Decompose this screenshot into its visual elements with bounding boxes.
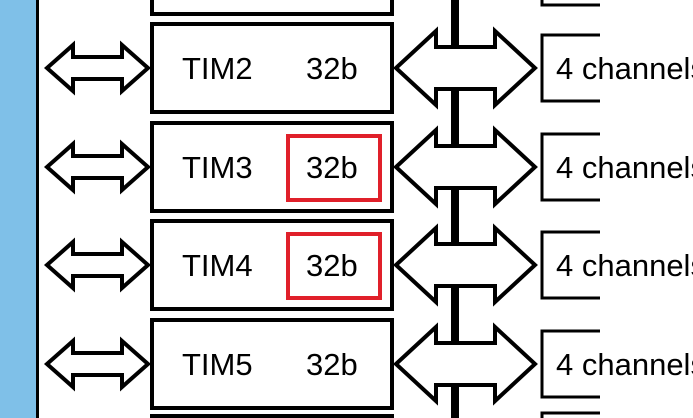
- timer-width: 32b: [306, 51, 358, 86]
- timer-box-partial-top: [150, 0, 394, 16]
- channel-bracket: [540, 230, 600, 300]
- timer-width: 32b: [306, 248, 358, 283]
- timer-box: [150, 22, 394, 114]
- width-highlight-box: [286, 232, 382, 300]
- channel-label: 4 channels: [556, 347, 693, 382]
- timer-row: TIM3 32b 4 channels: [43, 121, 693, 213]
- channel-label: 4 channels: [556, 248, 693, 283]
- bus-connection-arrow: [43, 336, 152, 392]
- channel-bracket: [540, 33, 600, 103]
- timer-name: TIM5: [182, 347, 253, 382]
- timer-name: TIM3: [182, 150, 253, 185]
- timer-name: TIM4: [182, 248, 253, 283]
- channel-bracket-partial-top: [540, 0, 600, 7]
- bus-connection-arrow: [43, 237, 152, 293]
- internal-bus-line: [451, 0, 459, 418]
- peripheral-bus-bar: [0, 0, 38, 418]
- bus-bar-edge: [36, 0, 39, 418]
- channel-connection-arrow: [393, 125, 538, 209]
- timer-width: 32b: [306, 150, 358, 185]
- channel-connection-arrow: [393, 322, 538, 406]
- channel-label: 4 channels: [556, 51, 693, 86]
- channel-connection-arrow: [393, 223, 538, 307]
- timer-row: TIM2 32b 4 channels: [43, 22, 693, 114]
- timer-name: TIM2: [182, 51, 253, 86]
- partial-timer-row-top: [150, 0, 600, 16]
- channel-bracket: [540, 132, 600, 202]
- channel-bracket: [540, 329, 600, 399]
- timer-row: TIM5 32b 4 channels: [43, 318, 693, 410]
- channel-label: 4 channels: [556, 150, 693, 185]
- timer-width: 32b: [306, 347, 358, 382]
- bus-connection-arrow: [43, 139, 152, 195]
- partial-timer-row-bottom: [150, 411, 600, 418]
- channel-bracket-partial-bottom: [540, 411, 600, 418]
- bus-connection-arrow: [43, 40, 152, 96]
- timer-box: [150, 318, 394, 410]
- timer-row: TIM4 32b 4 channels: [43, 219, 693, 311]
- channel-connection-arrow: [393, 26, 538, 110]
- timer-box-partial-bottom: [150, 414, 394, 418]
- width-highlight-box: [286, 134, 382, 202]
